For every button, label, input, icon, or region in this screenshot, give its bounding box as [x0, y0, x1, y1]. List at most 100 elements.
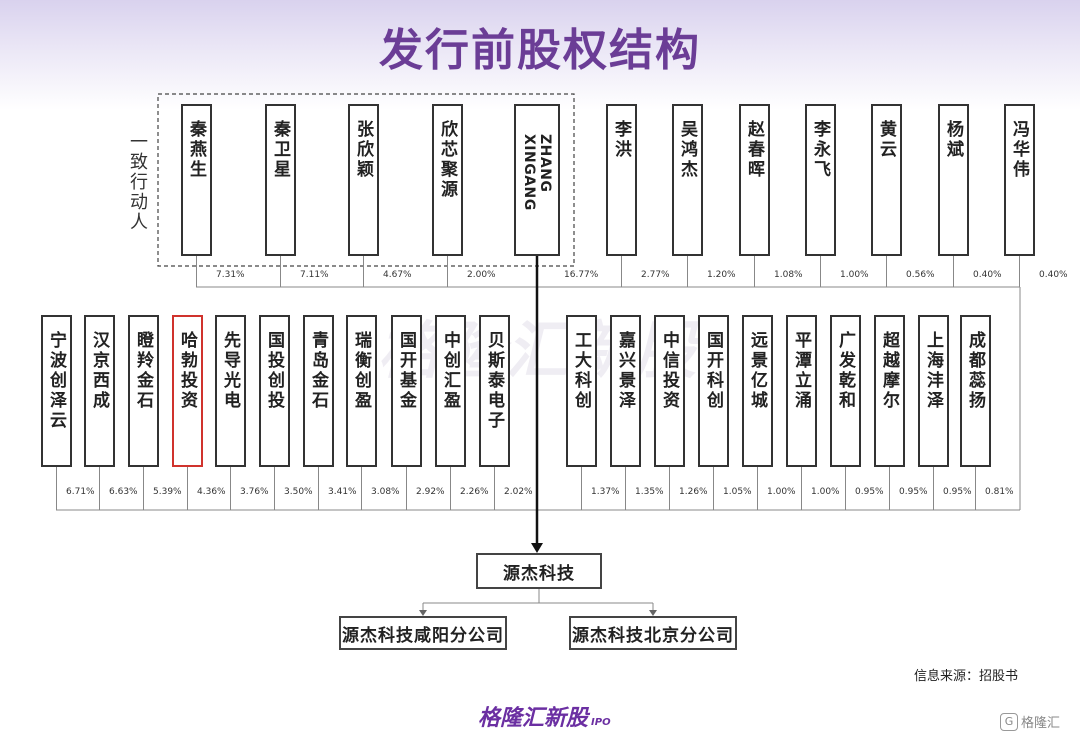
- holder-box: 国开科创: [698, 315, 729, 467]
- holder-box: 中创汇盈: [435, 315, 466, 467]
- holder-box: 宁波创泽云: [41, 315, 72, 467]
- holding-pct: 1.00%: [840, 270, 869, 280]
- holding-pct: 0.95%: [943, 487, 972, 497]
- holding-pct: 3.50%: [284, 487, 313, 497]
- holder-name: 贝斯泰电子: [484, 331, 504, 431]
- holding-pct: 16.77%: [564, 270, 599, 280]
- holding-pct: 2.26%: [460, 487, 489, 497]
- holder-box: 秦燕生: [181, 104, 212, 256]
- holding-pct: 3.08%: [371, 487, 400, 497]
- holder-box: 李永飞: [805, 104, 836, 256]
- holding-pct: 0.56%: [906, 270, 935, 280]
- holding-pct: 3.76%: [240, 487, 269, 497]
- holder-box: 远景亿城: [742, 315, 773, 467]
- holder-name: 李洪: [611, 120, 631, 160]
- holder-box: 瑞衡创盈: [346, 315, 377, 467]
- holder-name: 先导光电: [220, 331, 240, 411]
- holder-name: 青岛金石: [308, 331, 328, 411]
- holding-pct: 1.37%: [591, 487, 620, 497]
- source-note: 信息来源：招股书: [914, 669, 1019, 684]
- branch-xianyang-box: 源杰科技咸阳分公司: [339, 616, 507, 650]
- holder-box: 赵春晖: [739, 104, 770, 256]
- holder-box: 青岛金石: [303, 315, 334, 467]
- brand-g-icon: G: [1000, 712, 1018, 731]
- holder-box: 李洪: [606, 104, 637, 256]
- holder-box: 贝斯泰电子: [479, 315, 510, 467]
- control-arrow: [531, 543, 543, 553]
- holder-box: 欣芯聚源: [432, 104, 463, 256]
- corner-brand-text: 格隆汇: [1021, 716, 1061, 731]
- holding-pct: 1.00%: [767, 487, 796, 497]
- holder-name: 吴鸿杰: [677, 120, 697, 180]
- holder-box: 工大科创: [566, 315, 597, 467]
- holder-box: ZHANG XINGANG: [514, 104, 560, 256]
- holder-box: 汉京西成: [84, 315, 115, 467]
- branch-arrow: [649, 610, 657, 616]
- holding-pct: 0.40%: [973, 270, 1002, 280]
- holder-box: 秦卫星: [265, 104, 296, 256]
- holder-box: 中信投资: [654, 315, 685, 467]
- holder-box: 嘉兴景泽: [610, 315, 641, 467]
- holder-name: 冯华伟: [1009, 120, 1029, 180]
- branch-beijing-box: 源杰科技北京分公司: [569, 616, 737, 650]
- brand-logo-ipo: IPO: [591, 717, 611, 728]
- holder-name: ZHANG XINGANG: [521, 134, 553, 211]
- holding-pct: 0.95%: [855, 487, 884, 497]
- holder-box: 广发乾和: [830, 315, 861, 467]
- holder-box: 国投创投: [259, 315, 290, 467]
- holder-box: 哈勃投资: [172, 315, 203, 467]
- holder-name: 秦燕生: [186, 120, 206, 180]
- holder-box: 先导光电: [215, 315, 246, 467]
- holding-pct: 2.77%: [641, 270, 670, 280]
- holding-pct: 2.02%: [504, 487, 533, 497]
- holder-name: 黄云: [876, 120, 896, 160]
- holder-name: 哈勃投资: [177, 331, 197, 411]
- brand-logo: 格隆汇新股 IPO: [478, 700, 611, 732]
- holder-name: 嘉兴景泽: [615, 331, 635, 411]
- holder-box: 成都蕊扬: [960, 315, 991, 467]
- holding-pct: 6.63%: [109, 487, 138, 497]
- holding-pct: 1.26%: [679, 487, 708, 497]
- holding-pct: 2.00%: [467, 270, 496, 280]
- holding-pct: 1.05%: [723, 487, 752, 497]
- holder-box: 杨斌: [938, 104, 969, 256]
- brand-logo-text: 格隆汇新股: [478, 706, 589, 731]
- holder-name: 平潭立涌: [791, 331, 811, 411]
- holding-pct: 7.31%: [216, 270, 245, 280]
- holder-name: 超越摩尔: [879, 331, 899, 411]
- holder-box: 上海沣泽: [918, 315, 949, 467]
- holder-box: 吴鸿杰: [672, 104, 703, 256]
- holder-name: 张欣颖: [353, 120, 373, 180]
- holder-box: 张欣颖: [348, 104, 379, 256]
- holding-pct: 0.95%: [899, 487, 928, 497]
- holding-pct: 1.00%: [811, 487, 840, 497]
- holder-name: 国开科创: [703, 331, 723, 411]
- holding-pct: 5.39%: [153, 487, 182, 497]
- holder-name: 赵春晖: [744, 120, 764, 180]
- holder-box: 瞪羚金石: [128, 315, 159, 467]
- holder-box: 国开基金: [391, 315, 422, 467]
- holder-name: 中信投资: [659, 331, 679, 411]
- holder-name: 宁波创泽云: [46, 331, 66, 431]
- holding-pct: 1.20%: [707, 270, 736, 280]
- header-background: [0, 0, 1080, 110]
- corner-brand: G 格隆汇: [1000, 712, 1060, 731]
- holder-name: 汉京西成: [89, 331, 109, 411]
- holding-pct: 2.92%: [416, 487, 445, 497]
- page-title: 发行前股权结构: [379, 25, 701, 76]
- holder-name: 杨斌: [943, 120, 963, 160]
- holding-pct: 4.36%: [197, 487, 226, 497]
- holding-pct: 0.40%: [1039, 270, 1068, 280]
- holder-name: 上海沣泽: [923, 331, 943, 411]
- holding-pct: 3.41%: [328, 487, 357, 497]
- holder-name: 中创汇盈: [440, 331, 460, 411]
- holder-name: 瑞衡创盈: [351, 331, 371, 411]
- holder-name: 远景亿城: [747, 331, 767, 411]
- holder-name: 广发乾和: [835, 331, 855, 411]
- holder-name: 成都蕊扬: [965, 331, 985, 411]
- holder-name: 瞪羚金石: [133, 331, 153, 411]
- holder-name: 国投创投: [264, 331, 284, 411]
- holder-name: 欣芯聚源: [437, 120, 457, 200]
- holder-box: 黄云: [871, 104, 902, 256]
